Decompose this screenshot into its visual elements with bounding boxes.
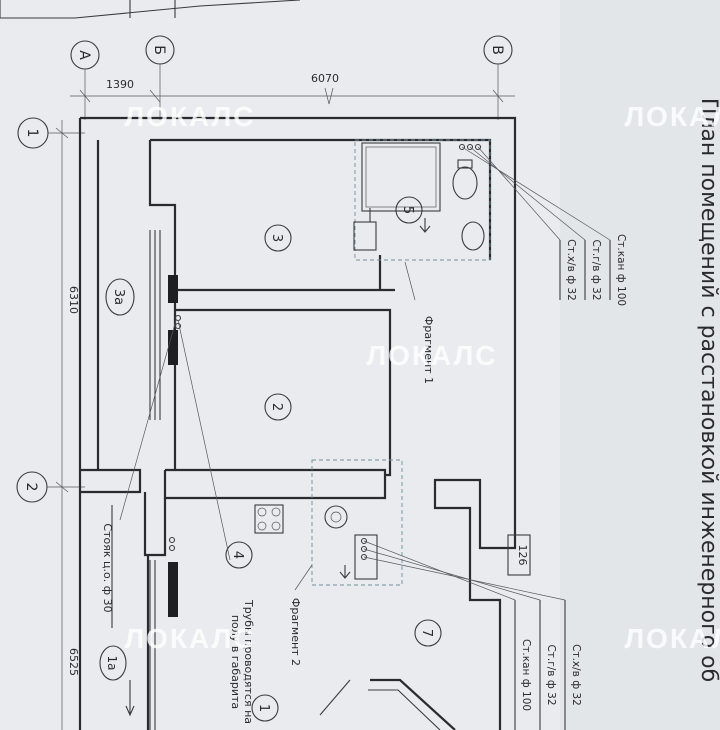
room-1-marker: 1 — [251, 694, 279, 722]
dim-6525: 6525 — [67, 648, 80, 676]
walls — [78, 116, 517, 730]
radiator-room4 — [168, 562, 178, 617]
axis-bubble-1: 1 — [17, 117, 85, 149]
heating-riser-label: Стояк ц.о. ф 30 — [101, 523, 114, 612]
room-2-label: 2 — [269, 403, 284, 411]
upper-leader-3: Ст.кан ф 100 — [615, 234, 627, 306]
shower-tray — [361, 142, 441, 212]
room-1a-label: 1а — [105, 656, 119, 671]
pipes-note: Трубы проводятся на полу в габарита — [177, 319, 255, 724]
cooktop-icon — [254, 504, 284, 534]
room-3-label: 3 — [269, 234, 284, 242]
watermark-top-right: ЛОКАЛС — [625, 101, 720, 132]
lower-leader-2: Ст.г/в ф 32 — [545, 644, 557, 705]
radiator-room3 — [168, 275, 178, 303]
watermark-center: ЛОКАЛС — [367, 340, 498, 371]
pipes-note-line1: Трубы проводятся на — [242, 599, 255, 724]
axis-bubble-v: В — [483, 35, 513, 120]
fragment-2-label: Фрагмент 2 — [289, 598, 302, 666]
room-4-marker: 4 — [225, 541, 253, 569]
axis-1-label: 1 — [24, 129, 40, 138]
axis-bubble-b: Б — [145, 35, 175, 120]
arrow-marks — [125, 218, 431, 717]
dim-6310: 6310 — [67, 286, 80, 314]
axis-v-label: В — [489, 45, 505, 55]
room-4-label: 4 — [230, 551, 245, 559]
radiator-room2 — [168, 330, 178, 365]
axis-bubble-2: 2 — [16, 471, 85, 503]
room-3a-label: 3а — [111, 289, 126, 305]
watermark-bottom-right: ЛОКАЛС — [625, 623, 720, 654]
paper-fold-shade — [560, 0, 720, 730]
room-1a-marker: 1а — [99, 645, 127, 681]
room-3-marker: 3 — [264, 224, 292, 252]
dim-6070: 6070 — [311, 72, 339, 85]
riser-box-upper — [353, 221, 377, 251]
windows — [149, 230, 178, 730]
pipes-note-line2: полу в габарита — [229, 615, 242, 709]
room-2-marker: 2 — [264, 393, 292, 421]
room-3a-marker: 3а — [105, 278, 135, 316]
box-126: 126 — [507, 534, 531, 576]
axis-2-label: 2 — [23, 483, 39, 492]
box-126-label: 126 — [516, 545, 529, 566]
left-dimension-line: 6310 6525 — [55, 120, 80, 730]
upper-leader-1: Ст.х/в ф 32 — [565, 239, 577, 301]
lower-leader-1: Ст.х/в ф 32 — [570, 644, 582, 706]
room-7-marker: 7 — [414, 619, 442, 647]
upper-leader-2: Ст.г/в ф 32 — [590, 239, 602, 300]
room-1-label: 1 — [256, 704, 271, 712]
upper-pipe-leaders: Ст.х/в ф 32 Ст.г/в ф 32 Ст.кан ф 100 — [461, 146, 627, 306]
lower-leader-3: Ст.кан ф 100 — [520, 639, 532, 711]
sink-icon — [461, 221, 485, 251]
top-dimension-line: 1390 6070 — [70, 72, 515, 105]
kitchen — [168, 314, 403, 586]
bathroom — [353, 139, 491, 261]
title-block-frame — [0, 0, 301, 19]
fragment-2: Фрагмент 2 — [289, 564, 313, 666]
room-5-label: 5 — [400, 206, 415, 214]
kitchen-sink-icon — [324, 505, 348, 529]
watermark-bottom-left: ЛОКАЛС — [125, 623, 256, 654]
fragment-1: Фрагмент 1 — [404, 261, 435, 384]
watermark-top-left: ЛОКАЛС — [125, 101, 256, 132]
fragment-1-label: Фрагмент 1 — [422, 316, 435, 384]
axis-a-label: А — [76, 50, 92, 60]
toilet-icon — [452, 166, 478, 200]
riser-box-lower — [354, 534, 378, 580]
room-7-label: 7 — [419, 629, 434, 637]
room-5-marker: 5 — [395, 196, 423, 224]
heating-riser-note: Стояк ц.о. ф 30 — [101, 319, 177, 628]
dim-1390: 1390 — [106, 78, 134, 91]
axis-b-label: Б — [151, 45, 167, 55]
axis-bubble-a: А — [70, 40, 100, 120]
lower-pipe-leaders: Ст.х/в ф 32 Ст.г/в ф 32 Ст.кан ф 100 — [363, 540, 582, 730]
plan-title: План помещений с расстановкой инженерног… — [696, 98, 720, 682]
